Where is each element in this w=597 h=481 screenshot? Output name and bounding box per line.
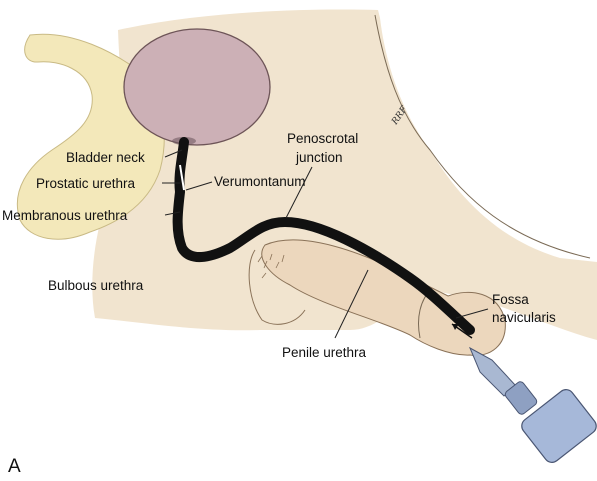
- label-penoscrotal-line2: junction: [295, 150, 343, 165]
- leader-penoscrotal-junction: [285, 166, 313, 219]
- leader-membranous-urethra: [164, 211, 181, 216]
- urethra: [172, 137, 475, 335]
- label-fossa-line2: navicularis: [492, 310, 556, 325]
- leader-verumontanum: [185, 181, 213, 191]
- syringe-barrel: [521, 389, 597, 463]
- bladder: [123, 28, 271, 146]
- syringe-tip: [468, 346, 517, 397]
- label-fossa-line1: Fossa: [492, 292, 529, 307]
- scrotum-outline: [248, 249, 306, 325]
- fossa-arrowhead: [452, 324, 459, 330]
- label-bladder-neck: Bladder neck: [66, 150, 145, 165]
- label-membranous-urethra: Membranous urethra: [2, 208, 128, 223]
- label-bulbous-urethra: Bulbous urethra: [48, 278, 144, 293]
- body-contour-line: [374, 14, 591, 259]
- leader-bladder-neck: [164, 149, 183, 158]
- label-prostatic-urethra: Prostatic urethra: [36, 176, 136, 191]
- leader-penile-urethra: [334, 269, 369, 339]
- label-penile-urethra: Penile urethra: [282, 345, 367, 360]
- hair-texture: [257, 253, 285, 279]
- panel-letter: A: [8, 456, 21, 477]
- label-verumontanum: Verumontanum: [214, 174, 306, 189]
- syringe-connector: [504, 381, 538, 415]
- prostatic-urethra-detail: [179, 164, 185, 191]
- label-penoscrotal-line1: Penoscrotal: [287, 131, 358, 146]
- leader-fossa-navicularis: [455, 308, 489, 319]
